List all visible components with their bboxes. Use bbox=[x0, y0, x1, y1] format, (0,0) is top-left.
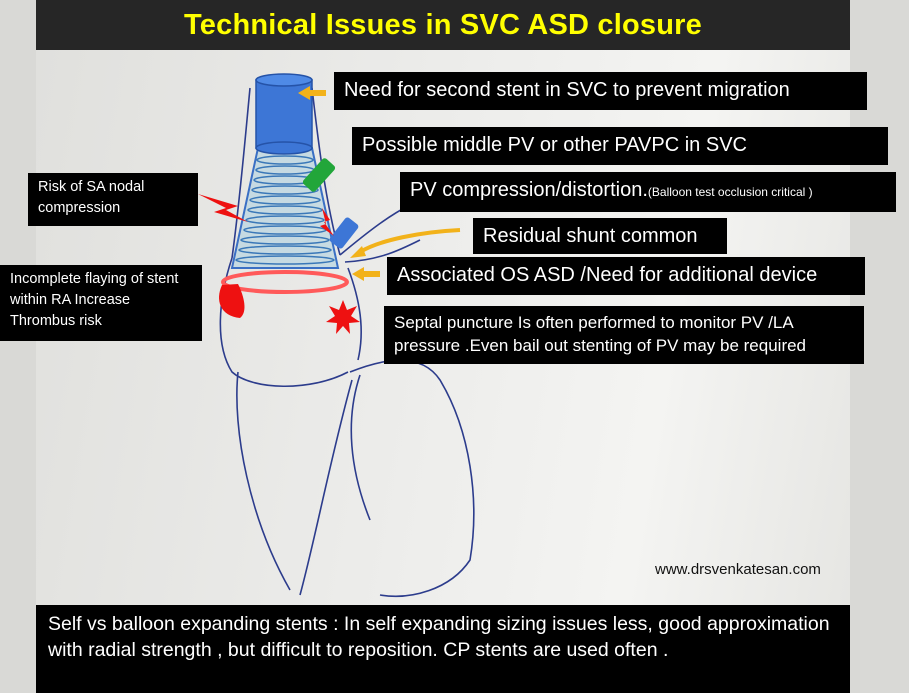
thrombus-icon bbox=[219, 284, 245, 318]
arrow-residual-shunt-icon bbox=[358, 228, 461, 254]
note-os-asd: Associated OS ASD /Need for additional d… bbox=[387, 257, 865, 295]
note-middle-pv: Possible middle PV or other PAVPC in SVC bbox=[352, 127, 888, 165]
note-pv-compression: PV compression/distortion.(Balloon test … bbox=[400, 172, 896, 212]
note-incomplete-flaying: Incomplete flaying of stent within RA In… bbox=[0, 265, 202, 341]
page-title: Technical Issues in SVC ASD closure bbox=[184, 8, 702, 41]
arrow-second-stent-icon bbox=[298, 86, 326, 100]
arrow-os-asd-icon bbox=[352, 267, 380, 281]
note-second-stent: Need for second stent in SVC to prevent … bbox=[334, 72, 867, 110]
note-septal-puncture: Septal puncture Is often performed to mo… bbox=[384, 306, 864, 364]
pv-compression-icon bbox=[320, 208, 334, 236]
stent-flare-ring bbox=[221, 270, 349, 294]
title-bar: Technical Issues in SVC ASD closure bbox=[36, 0, 850, 50]
middle-pv-icon bbox=[302, 158, 336, 192]
second-stent-cylinder bbox=[255, 73, 313, 155]
annotation-arrows bbox=[298, 86, 461, 281]
lightning-icon bbox=[198, 194, 248, 222]
septal-puncture-icon bbox=[326, 300, 360, 334]
pv-stub-icon bbox=[329, 217, 359, 249]
note-residual-shunt: Residual shunt common bbox=[473, 218, 727, 254]
website-credit: www.drsvenkatesan.com bbox=[655, 561, 821, 578]
footer-note: Self vs balloon expanding stents : In se… bbox=[36, 605, 850, 693]
note-sa-nodal: Risk of SA nodal compression bbox=[28, 173, 198, 226]
